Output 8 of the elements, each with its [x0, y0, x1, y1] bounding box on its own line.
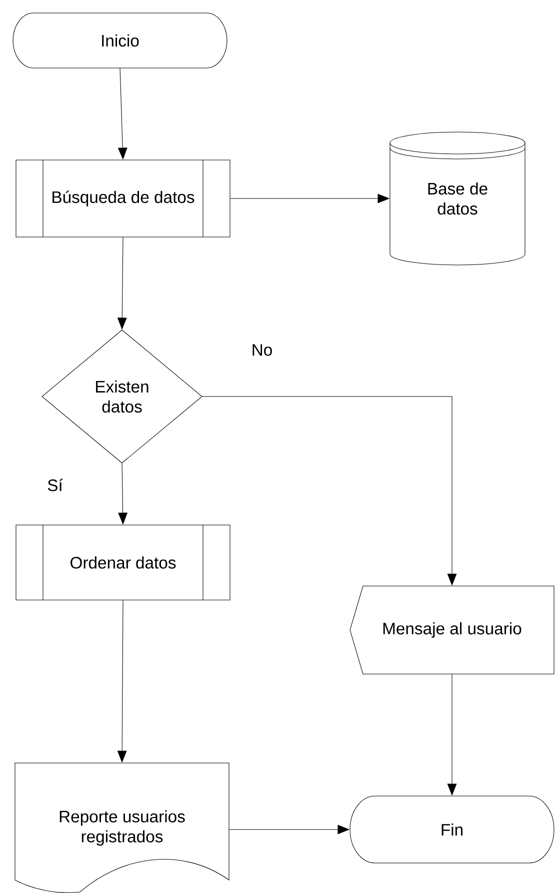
process-box: Búsqueda de datos: [16, 160, 230, 238]
process-box: Ordenar datos: [16, 524, 230, 600]
edge-label: Sí: [46, 477, 64, 493]
start-terminator: Inicio: [12, 12, 228, 68]
database-cylinder: Base de datos: [390, 132, 526, 266]
node-label: Base de datos: [428, 182, 488, 215]
end-terminator: Fin: [350, 796, 554, 864]
edge-label: No: [250, 342, 274, 358]
